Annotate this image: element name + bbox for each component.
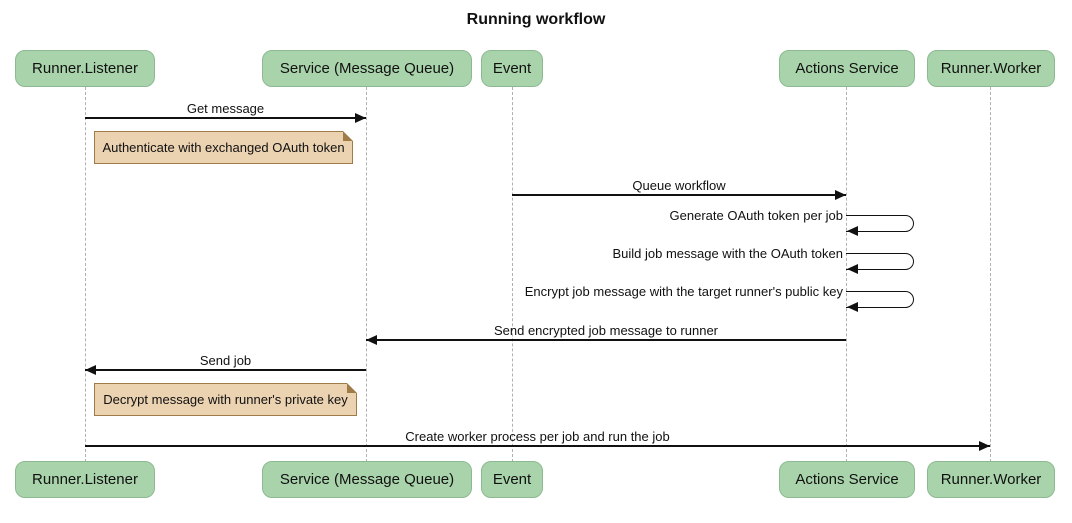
- diagram-title: Running workflow: [466, 11, 606, 28]
- arrowhead-left-icon: [847, 264, 858, 274]
- lifeline-service-message-queue: [366, 87, 367, 462]
- self-loop-line: [846, 253, 914, 270]
- arrowhead-left-icon: [847, 302, 858, 312]
- message-label-encrypt-job-message: Encrypt job message with the target runn…: [524, 284, 843, 299]
- message-label-create-worker-process: Create worker process per job and run th…: [405, 429, 670, 444]
- arrowhead-left-icon: [85, 365, 96, 375]
- message-label-build-job-message: Build job message with the OAuth token: [612, 246, 843, 261]
- message-label-generate-oauth-token: Generate OAuth token per job: [669, 208, 843, 223]
- actor-top-event: Event: [481, 50, 543, 87]
- actor-bottom-runner-listener: Runner.Listener: [15, 461, 155, 498]
- message-line: [512, 194, 846, 196]
- actor-top-runner-worker: Runner.Worker: [927, 50, 1055, 87]
- actor-bottom-event: Event: [481, 461, 543, 498]
- message-line: [85, 117, 366, 119]
- arrowhead-right-icon: [835, 190, 846, 200]
- note-decrypt: Decrypt message with runner's private ke…: [94, 383, 357, 416]
- message-label-send-encrypted-job-message: Send encrypted job message to runner: [493, 323, 719, 338]
- message-line: [85, 445, 990, 447]
- note-fold-icon: [347, 383, 357, 393]
- message-label-send-job: Send job: [199, 353, 252, 368]
- lifeline-actions-service: [846, 87, 847, 462]
- self-loop-line: [846, 291, 914, 308]
- lifeline-event: [512, 87, 513, 462]
- message-line: [85, 369, 366, 371]
- note-text: Authenticate with exchanged OAuth token: [102, 140, 345, 155]
- arrowhead-right-icon: [979, 441, 990, 451]
- actor-top-runner-listener: Runner.Listener: [15, 50, 155, 87]
- actor-top-actions-service: Actions Service: [779, 50, 915, 87]
- message-line: [366, 339, 846, 341]
- actor-bottom-actions-service: Actions Service: [779, 461, 915, 498]
- actor-bottom-service-message-queue: Service (Message Queue): [262, 461, 472, 498]
- message-label-get-message: Get message: [186, 101, 265, 116]
- lifeline-runner-listener: [85, 87, 86, 462]
- note-text: Decrypt message with runner's private ke…: [103, 392, 348, 407]
- actor-bottom-runner-worker: Runner.Worker: [927, 461, 1055, 498]
- actor-top-service-message-queue: Service (Message Queue): [262, 50, 472, 87]
- note-fold-icon: [343, 131, 353, 141]
- arrowhead-left-icon: [847, 226, 858, 236]
- self-loop-line: [846, 215, 914, 232]
- arrowhead-right-icon: [355, 113, 366, 123]
- message-label-queue-workflow: Queue workflow: [632, 178, 726, 193]
- lifeline-runner-worker: [990, 87, 991, 462]
- arrowhead-left-icon: [366, 335, 377, 345]
- note-authenticate: Authenticate with exchanged OAuth token: [94, 131, 353, 164]
